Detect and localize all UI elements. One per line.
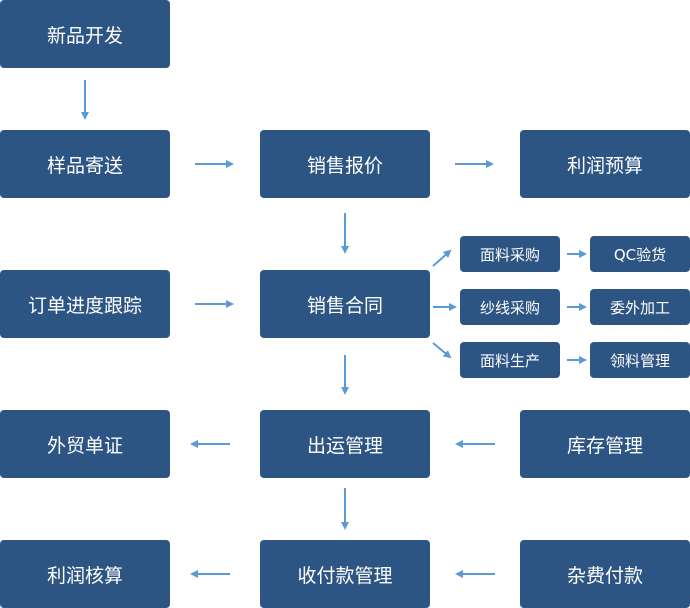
node-sales-contract: 销售合同 — [260, 270, 430, 338]
node-outsourcing: 委外加工 — [590, 289, 690, 325]
arrow-contract-to-fabric-purchase — [432, 249, 452, 267]
node-sales-quote: 销售报价 — [260, 130, 430, 198]
node-material-issue: 领料管理 — [590, 342, 690, 378]
node-profit-accounting: 利润核算 — [0, 540, 170, 608]
node-shipping-mgmt: 出运管理 — [260, 410, 430, 478]
node-misc-payment: 杂费付款 — [520, 540, 690, 608]
node-yarn-purchase: 纱线采购 — [460, 289, 560, 325]
node-order-tracking: 订单进度跟踪 — [0, 270, 170, 338]
node-fabric-production: 面料生产 — [460, 342, 560, 378]
node-inventory-mgmt: 库存管理 — [520, 410, 690, 478]
node-fabric-purchase: 面料采购 — [460, 236, 560, 272]
node-profit-budget: 利润预算 — [520, 130, 690, 198]
node-sample-sending: 样品寄送 — [0, 130, 170, 198]
node-payment-mgmt: 收付款管理 — [260, 540, 430, 608]
node-new-product: 新品开发 — [0, 0, 170, 68]
node-qc-inspection: QC验货 — [590, 236, 690, 272]
node-export-docs: 外贸单证 — [0, 410, 170, 478]
arrow-contract-to-fabric-production — [432, 342, 452, 359]
